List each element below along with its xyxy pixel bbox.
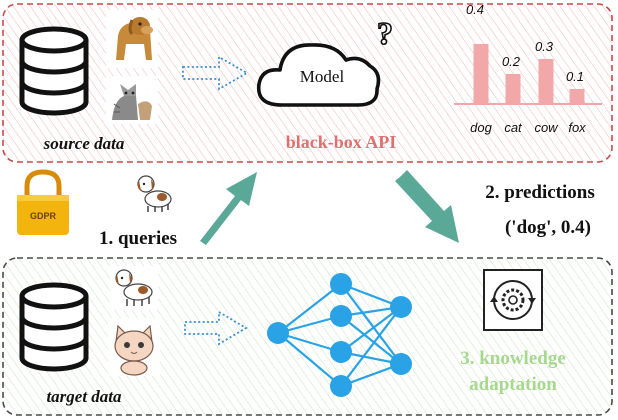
bar-cow	[538, 59, 554, 104]
cartoon-cat-icon	[108, 318, 160, 376]
value-label-cow: 0.3	[535, 39, 554, 54]
prediction-chart: 0.4 dog 0.2 cat 0.3 cow 0.1 fox	[454, 2, 602, 135]
source-database-icon	[19, 26, 89, 116]
black-box-api-label: black-box API	[286, 132, 397, 152]
target-dotted-arrow	[184, 310, 248, 346]
dog-photo	[106, 10, 158, 68]
knowledge-label-line2: adaptation	[469, 374, 557, 395]
gdpr-label: GDPR	[30, 211, 57, 221]
prediction-value: ('dog', 0.4)	[505, 217, 591, 238]
source-data-label: source data	[43, 134, 125, 153]
gdpr-lock-icon: GDPR	[17, 169, 69, 235]
source-dotted-arrow	[182, 55, 249, 91]
target-database-icon	[19, 282, 89, 372]
value-label-dog: 0.4	[466, 2, 484, 17]
category-label-fox: fox	[568, 120, 586, 135]
adaptation-gear-icon	[483, 269, 543, 331]
cloud-icon	[256, 43, 381, 107]
source-panel: source data Model ? black-box API 0.4 dog…	[2, 2, 613, 163]
value-label-cat: 0.2	[502, 54, 521, 69]
bar-fox	[569, 89, 585, 104]
queries-arrow	[200, 172, 257, 245]
bar-cat	[505, 74, 521, 104]
target-data-label: target data	[46, 387, 122, 406]
queries-label: 1. queries	[99, 228, 177, 249]
category-label-cow: cow	[534, 120, 559, 135]
category-label-cat: cat	[504, 120, 523, 135]
category-label-dog: dog	[470, 120, 492, 135]
question-mark-icon: ?	[377, 15, 393, 51]
query-dog-icon	[137, 175, 172, 212]
cat-photo	[106, 76, 158, 124]
middle-section: GDPR 1. queries 2. predictions ('dog', 0…	[17, 169, 595, 249]
model-label: Model	[300, 67, 345, 86]
target-panel: target data	[2, 257, 613, 416]
knowledge-label-line1: 3. knowledge	[460, 348, 566, 369]
predictions-label: 2. predictions	[485, 182, 594, 203]
bar-dog	[473, 44, 489, 104]
predictions-arrow	[395, 170, 459, 243]
value-label-fox: 0.1	[566, 69, 584, 84]
cartoon-dog-icon	[110, 266, 158, 310]
neural-network-icon	[267, 273, 412, 397]
